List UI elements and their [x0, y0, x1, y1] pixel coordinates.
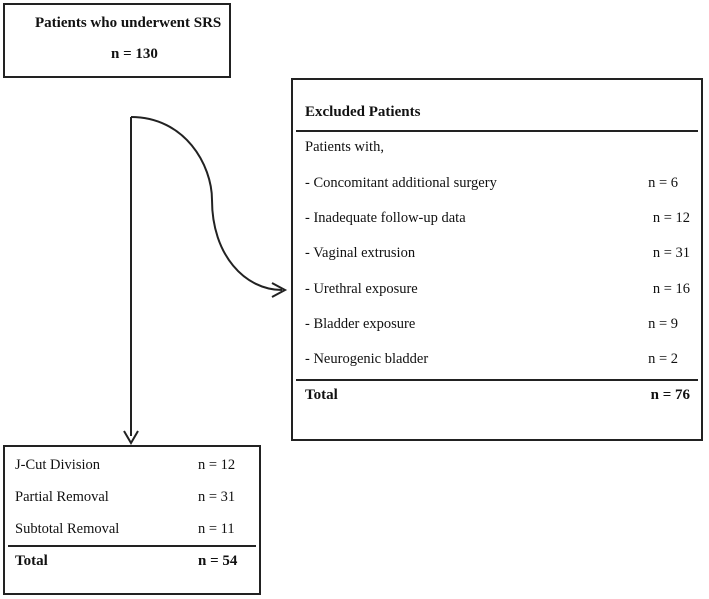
result-total-label: Total [15, 553, 48, 569]
result-row-value: n = 11 [198, 521, 235, 537]
result-total-rule [8, 545, 256, 547]
result-row-label: Subtotal Removal [15, 521, 120, 537]
result-row-value: n = 12 [198, 457, 236, 473]
excluded-row-label: - Bladder exposure [305, 316, 416, 332]
excluded-row-label: - Concomitant additional surgery [305, 175, 497, 191]
excluded-row-label: - Neurogenic bladder [305, 351, 429, 367]
included-procedures-box: J-Cut Division n = 12 Partial Removal n … [3, 445, 261, 595]
excluded-heading-rule [296, 130, 698, 132]
excluded-heading: Excluded Patients [305, 104, 421, 120]
excluded-row-label: - Inadequate follow-up data [305, 210, 466, 226]
excluded-row-value: n = 12 [652, 210, 690, 226]
result-total-value: n = 54 [198, 553, 238, 569]
excluded-subheading: Patients with, [305, 139, 384, 155]
excluded-row-value: n = 16 [652, 281, 690, 297]
result-row-label: Partial Removal [15, 489, 109, 505]
patients-underwent-srs-box: Patients who underwent SRS n = 130 [3, 3, 231, 78]
excluded-patients-box: Excluded Patients Patients with, - Conco… [291, 78, 703, 441]
excluded-total-label: Total [305, 387, 338, 403]
excluded-row-label: - Vaginal extrusion [305, 245, 416, 261]
arrowhead-right [271, 282, 288, 298]
excluded-row-value: n = 31 [652, 245, 690, 261]
connector-curve-excluded [130, 116, 283, 291]
excluded-total-rule [296, 379, 698, 381]
excluded-row-value: n = 6 [648, 175, 678, 191]
excluded-row-label: - Urethral exposure [305, 281, 418, 297]
excluded-row-value: n = 2 [648, 351, 678, 367]
arrowhead-down [123, 430, 139, 445]
result-row-value: n = 31 [198, 489, 236, 505]
result-row-label: J-Cut Division [15, 457, 100, 473]
excluded-row-value: n = 9 [648, 316, 678, 332]
top-box-title: Patients who underwent SRS [35, 15, 222, 31]
top-box-count: n = 130 [111, 46, 158, 62]
excluded-total-value: n = 76 [650, 387, 690, 403]
